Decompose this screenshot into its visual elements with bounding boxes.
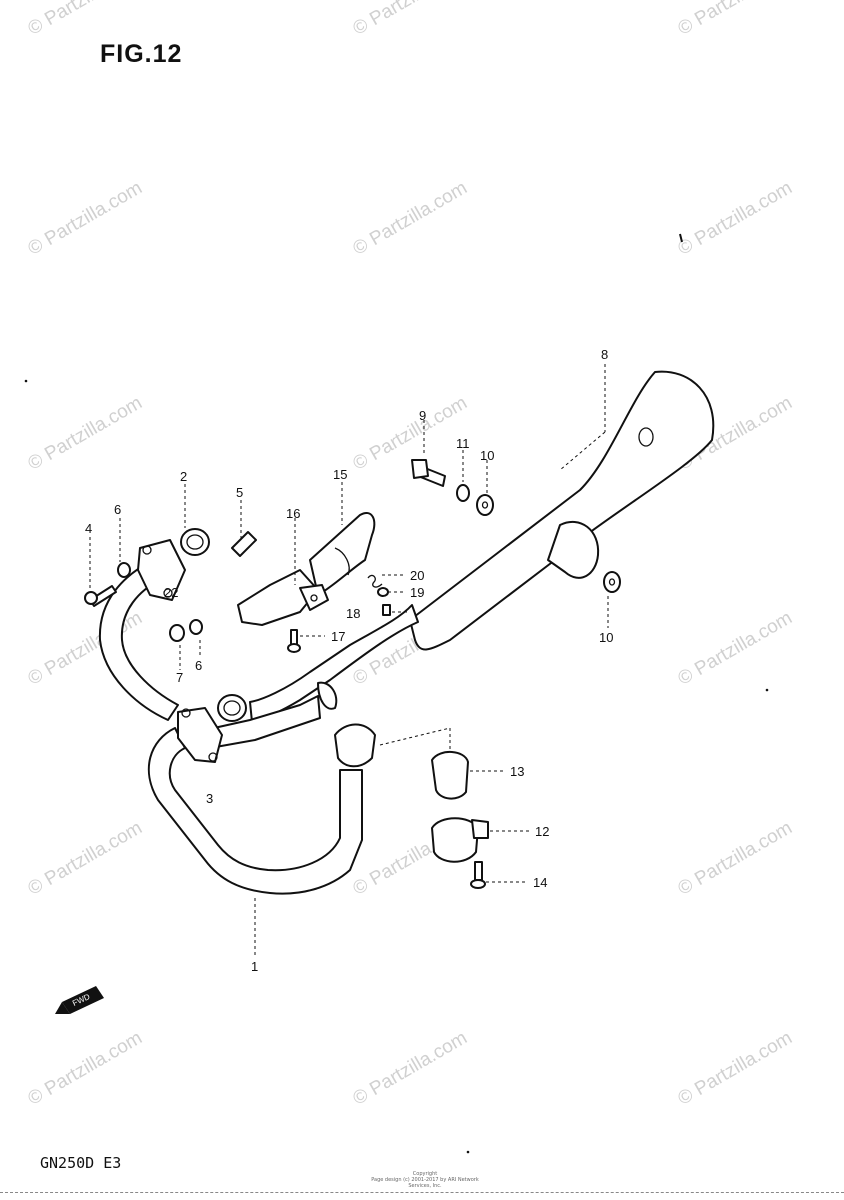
stud-bolt[interactable] — [231, 531, 257, 557]
label-part-19: 19 — [410, 585, 424, 600]
washer-18[interactable] — [382, 604, 391, 616]
label-part-15: 15 — [333, 467, 347, 482]
muffler[interactable] — [409, 370, 715, 651]
label-part-7: 7 — [176, 670, 183, 685]
label-part-12: 12 — [535, 824, 549, 839]
copyright-line-1: Copyright — [412, 1171, 438, 1177]
bottom-edge-line — [0, 1192, 844, 1193]
label-part-1: 1 — [251, 959, 258, 974]
label-part-9: 9 — [419, 408, 426, 423]
washer-10-upper[interactable] — [476, 494, 494, 516]
washer-19[interactable] — [377, 587, 389, 597]
flange-bolt[interactable] — [84, 585, 117, 607]
copyright-notice: Copyright Page design (c) 2001-2017 by A… — [360, 1171, 490, 1189]
washer-10-lower[interactable] — [603, 571, 621, 593]
heat-shield[interactable] — [309, 512, 376, 596]
label-part-16: 16 — [286, 506, 300, 521]
flange-nut-lower[interactable] — [189, 619, 203, 635]
label-part-18: 18 — [346, 606, 360, 621]
muffler-bolt[interactable] — [411, 459, 446, 487]
copyright-line-2: Page design (c) 2001-2017 by ARI Network… — [371, 1177, 479, 1189]
gasket-ring-lower[interactable] — [217, 694, 247, 722]
exhaust-pipe-lower[interactable] — [148, 723, 376, 895]
label-part-3: 3 — [206, 791, 213, 806]
label-part-10-lower: 10 — [599, 630, 613, 645]
bracket-bolt[interactable] — [287, 629, 301, 653]
label-part-20: 20 — [410, 568, 424, 583]
label-part-10-upper: 10 — [480, 448, 494, 463]
model-code: GN250D E3 — [40, 1154, 122, 1172]
pipe-cap[interactable] — [431, 751, 469, 800]
leader-lines — [89, 364, 609, 955]
forward-arrow-icon: FWD — [55, 986, 104, 1014]
nut-7[interactable] — [169, 624, 185, 642]
rear-pipe[interactable] — [249, 604, 419, 723]
spring-washer[interactable] — [456, 484, 470, 502]
label-part-11: 11 — [456, 436, 470, 451]
spring-20[interactable] — [367, 574, 383, 588]
label-part-13: 13 — [510, 764, 524, 779]
figure-title: FIG.12 — [100, 40, 183, 68]
label-part-6-upper: 6 — [114, 502, 121, 517]
gasket-ring[interactable] — [180, 528, 210, 556]
label-part-4: 4 — [85, 521, 92, 536]
label-part-17: 17 — [331, 629, 345, 644]
label-part-8: 8 — [601, 347, 608, 362]
clamp-bracket[interactable] — [237, 569, 329, 626]
label-part-2: 2 — [180, 469, 187, 484]
label-part-6-lower: 6 — [195, 658, 202, 673]
label-part-5: 5 — [236, 485, 243, 500]
exhaust-flange-front[interactable] — [137, 539, 186, 601]
pipe-clamp[interactable] — [431, 817, 489, 863]
flange-nut-upper[interactable] — [117, 562, 131, 578]
exhaust-flange-lower[interactable] — [177, 707, 223, 763]
label-part-22: 22 — [164, 585, 178, 600]
clamp-bolt[interactable] — [470, 861, 486, 889]
label-part-14: 14 — [533, 875, 547, 890]
